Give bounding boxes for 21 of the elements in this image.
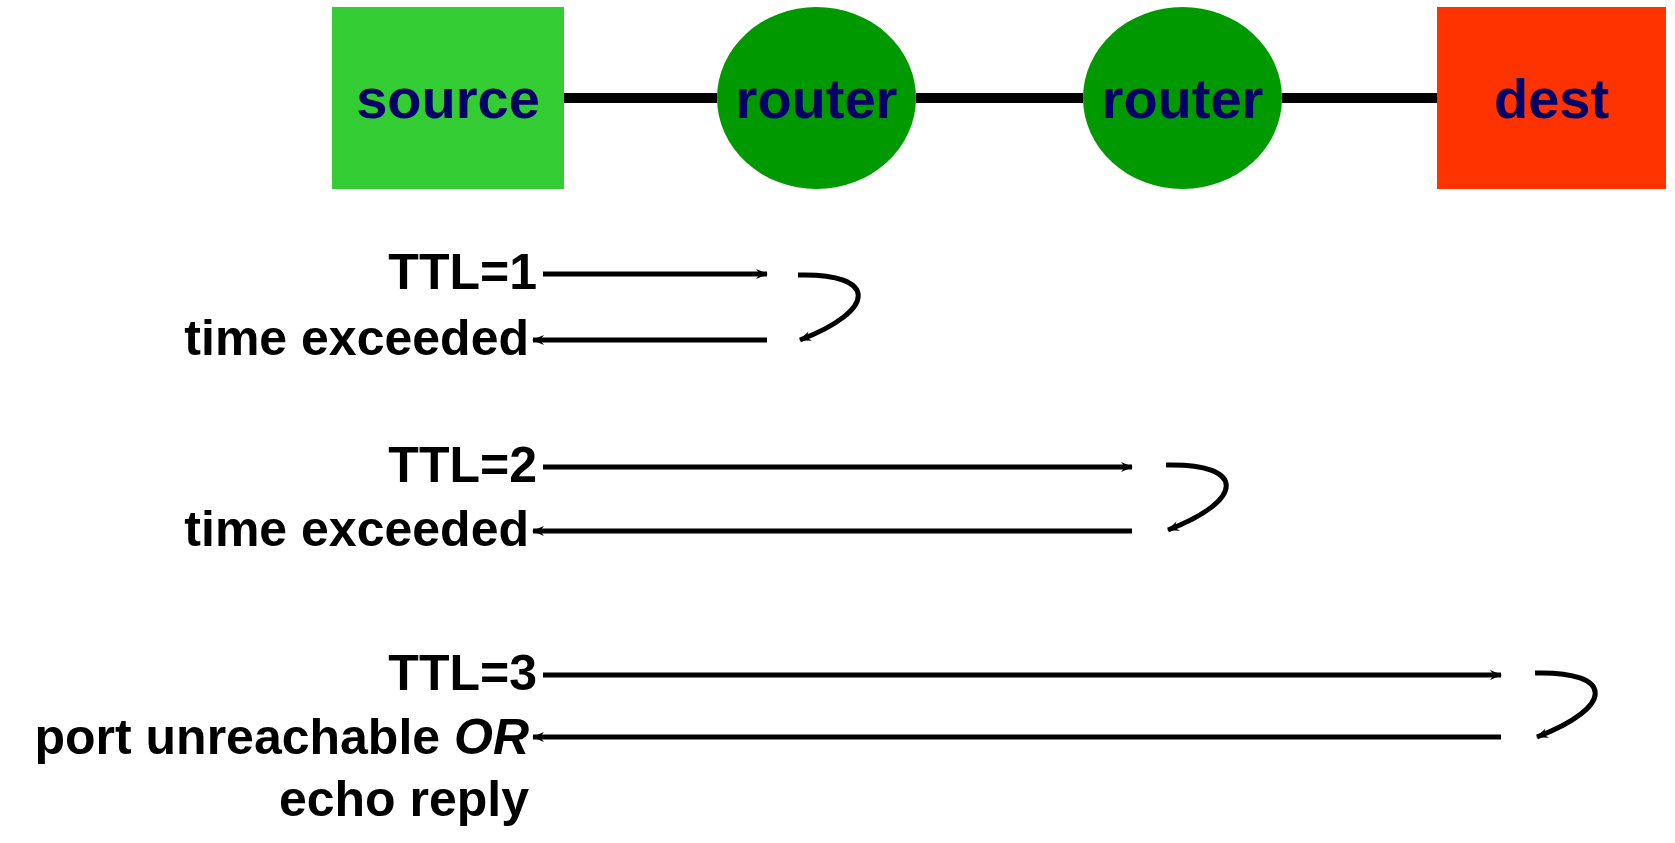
link-line (1282, 93, 1437, 103)
reply-label: time exceeded (184, 307, 529, 369)
source-box (332, 7, 564, 189)
node-label: router (1101, 65, 1264, 131)
arrow (543, 670, 1502, 680)
arrow (532, 335, 767, 345)
arrow (543, 269, 768, 279)
dest-box (1437, 7, 1666, 189)
node-label: dest (1493, 65, 1610, 131)
arrow (532, 732, 1501, 742)
link-line (564, 93, 717, 103)
link-line (916, 93, 1083, 103)
reply-label: time exceeded (184, 498, 529, 560)
packet-label: TTL=3 (388, 642, 537, 704)
arrow (543, 462, 1133, 472)
packet-label: TTL=2 (388, 434, 537, 496)
arrow (532, 526, 1132, 536)
packet-label: TTL=1 (388, 241, 537, 303)
reply-label: port unreachable OR echo reply (9, 706, 529, 830)
node-label: source (356, 65, 540, 131)
node-label: router (735, 65, 898, 131)
